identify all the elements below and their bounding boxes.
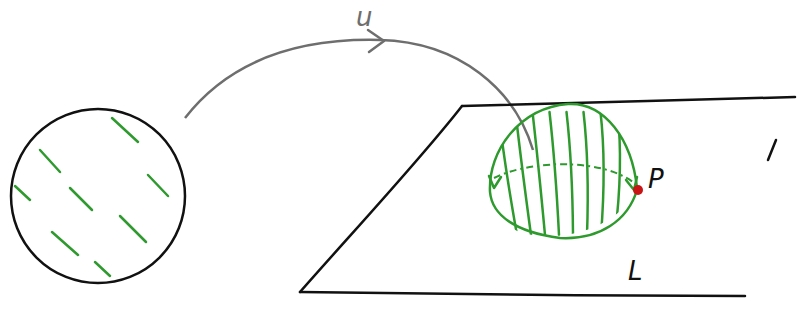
boundary-arrow — [489, 176, 501, 188]
hatch-stroke — [601, 112, 604, 235]
dome-outline — [490, 104, 637, 192]
map-arrow — [185, 40, 533, 150]
boundary-back — [494, 164, 633, 182]
hatch-stroke — [70, 188, 92, 210]
math-label: P — [648, 166, 664, 192]
point-marker — [633, 185, 643, 195]
hatch-stroke — [584, 112, 588, 235]
hatch-stroke — [148, 175, 168, 196]
dome-hatching — [499, 112, 620, 235]
hatch-stroke — [550, 112, 560, 235]
hatch-stroke — [15, 186, 30, 200]
hatch-stroke — [112, 118, 138, 142]
disk-hatching — [15, 118, 168, 276]
math-label: L — [628, 258, 643, 284]
math-label: u — [356, 4, 372, 30]
source-disk — [11, 109, 185, 283]
hatch-stroke — [40, 150, 60, 172]
plane — [300, 97, 795, 296]
boundary-curve — [490, 190, 637, 238]
hatch-stroke — [120, 216, 146, 242]
hatch-stroke — [516, 112, 532, 235]
hatch-stroke — [533, 112, 546, 235]
hatch-stroke — [567, 112, 574, 235]
arrow-head — [368, 30, 384, 52]
hatch-stroke — [52, 232, 78, 255]
hatch-stroke — [95, 262, 110, 276]
